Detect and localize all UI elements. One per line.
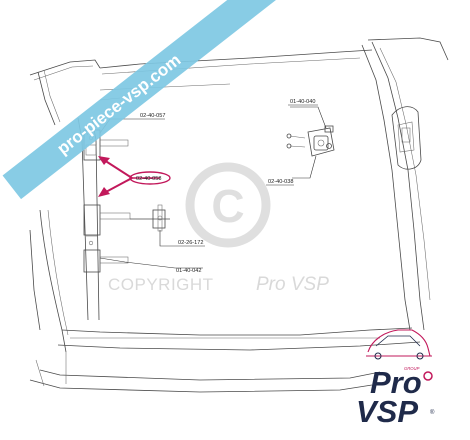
part-label-02-40-058: 02-40-058 [136, 176, 162, 182]
lower-hinge-part [83, 204, 131, 273]
car-silhouette-icon [366, 329, 432, 360]
logo-vsp-text: VSP [356, 394, 418, 429]
logo-dot-icon [423, 371, 433, 381]
highlight-arrows [98, 156, 160, 197]
copyright-symbol-letter: C [211, 180, 244, 232]
part-label-01-40-040: 01-40-040 [290, 99, 316, 105]
banner-background [2, 0, 282, 200]
copyright-text: COPYRIGHT [108, 275, 214, 294]
part-labels: 02-40-057 02-40-058 01-40-042 02-26-172 … [129, 99, 318, 274]
copyright-brand: Pro VSP [256, 274, 329, 295]
logo-registered-mark: ® [430, 409, 435, 416]
leader-lines [99, 106, 327, 269]
logo-pro-text: Pro [370, 365, 422, 400]
part-label-02-40-038: 02-40-038 [268, 179, 294, 185]
part-label-01-40-042: 01-40-042 [176, 268, 202, 274]
highlight-circle [129, 171, 171, 185]
striker-latch-part [286, 125, 335, 157]
part-label-02-40-057: 02-40-057 [140, 113, 166, 119]
logo-group-label: GROUP [404, 366, 420, 371]
part-label-02-26-172: 02-26-172 [178, 240, 204, 246]
copyright-symbol-icon [185, 162, 271, 248]
door-check-strap [130, 204, 170, 232]
pro-vsp-logo: GROUP Pro VSP ® [356, 329, 435, 429]
copyright-watermark: C COPYRIGHT Pro VSP [108, 162, 329, 295]
